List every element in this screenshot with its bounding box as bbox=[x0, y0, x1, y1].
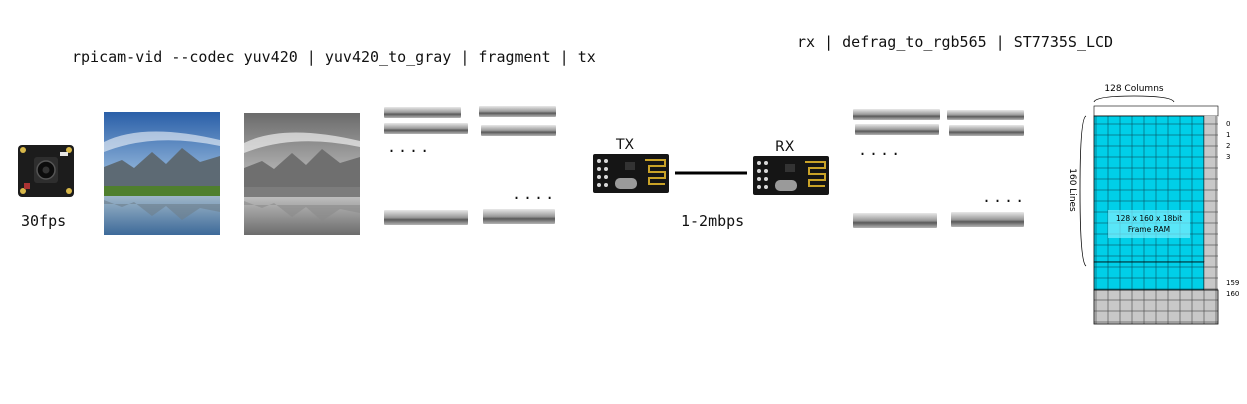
lcd-frame-ram-map: 128 Columns 128 x 160 x 18bit Frame RAM … bbox=[1067, 84, 1239, 325]
fragment-strip bbox=[384, 123, 468, 134]
camera-module-icon bbox=[18, 145, 74, 197]
fragment-ellipsis: .... bbox=[387, 138, 432, 156]
fragment-strip bbox=[384, 107, 461, 118]
rx-radio-module-icon bbox=[753, 156, 829, 195]
row-number: 160 bbox=[1226, 290, 1239, 298]
row-number: 1 bbox=[1226, 131, 1230, 139]
fps-label: 30fps bbox=[21, 212, 67, 230]
fragment-strip bbox=[384, 210, 468, 225]
link-rate-label: 1-2mbps bbox=[681, 212, 745, 230]
row-number: 0 bbox=[1226, 120, 1230, 128]
row-number: 159 bbox=[1226, 279, 1239, 287]
fragment-strip bbox=[951, 212, 1024, 227]
fragment-ellipsis: .... bbox=[858, 141, 903, 159]
fragment-strip bbox=[855, 124, 939, 135]
lcd-lines-label: 160 Lines bbox=[1067, 168, 1077, 212]
fragment-ellipsis: .... bbox=[512, 185, 557, 203]
fragment-strip bbox=[853, 213, 937, 228]
color-frame-image bbox=[104, 112, 220, 235]
tx-radio-module-icon bbox=[593, 154, 669, 193]
row-number: 2 bbox=[1226, 142, 1230, 150]
fragment-ellipsis: .... bbox=[982, 188, 1027, 206]
radio-link-line bbox=[675, 171, 747, 175]
tx-pipeline-command: rpicam-vid --codec yuv420 | yuv420_to_gr… bbox=[72, 48, 596, 66]
fragment-strip bbox=[949, 125, 1024, 136]
fragment-strip bbox=[481, 125, 556, 136]
frame-ram-label-2: Frame RAM bbox=[1128, 225, 1170, 234]
rx-label: RX bbox=[775, 139, 795, 155]
fragment-strip bbox=[947, 110, 1024, 120]
lcd-columns-label: 128 Columns bbox=[1104, 84, 1164, 94]
row-number: 3 bbox=[1226, 153, 1230, 161]
tx-label: TX bbox=[616, 137, 635, 153]
gray-frame-image bbox=[244, 113, 360, 235]
frame-ram-label-1: 128 x 160 x 18bit bbox=[1116, 214, 1182, 223]
fragment-strip bbox=[479, 106, 556, 117]
rx-pipeline-command: rx | defrag_to_rgb565 | ST7735S_LCD bbox=[797, 33, 1114, 51]
fragment-strip bbox=[483, 209, 555, 224]
fragment-strip bbox=[853, 109, 940, 120]
